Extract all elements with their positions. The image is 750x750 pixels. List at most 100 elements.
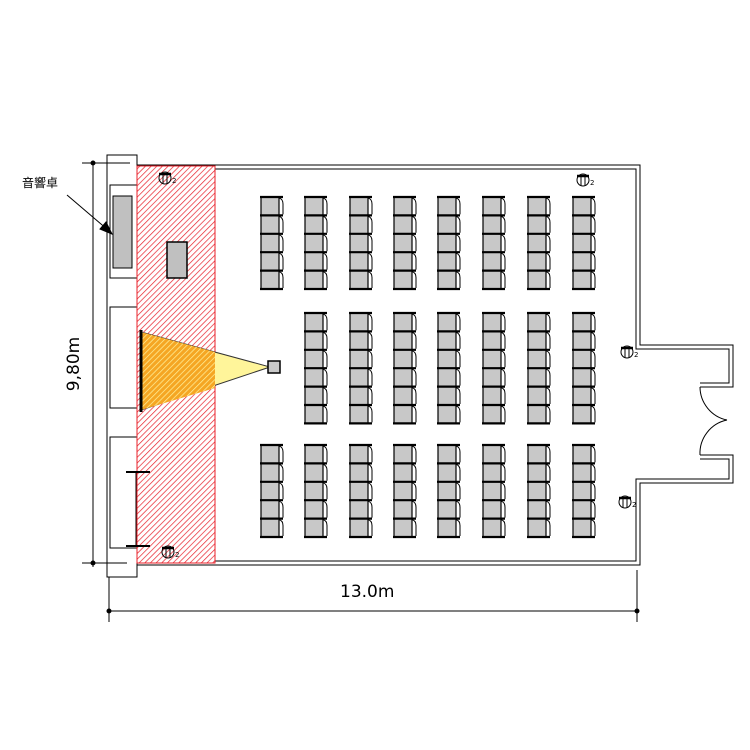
seat <box>304 462 328 483</box>
seat <box>393 517 417 538</box>
speaker-icon: 2 <box>161 545 179 559</box>
seat <box>437 367 461 388</box>
whiteboard <box>126 471 150 547</box>
seat <box>260 214 284 235</box>
dimension-lines <box>66 160 640 622</box>
seat <box>349 232 373 253</box>
seat <box>349 462 373 483</box>
seat <box>482 251 506 272</box>
room-walls <box>137 164 734 566</box>
seat <box>527 251 551 272</box>
seat <box>304 232 328 253</box>
seat <box>482 517 506 538</box>
seat <box>437 330 461 351</box>
seat <box>482 443 506 464</box>
svg-text:2: 2 <box>172 177 176 185</box>
seat <box>572 348 596 369</box>
seat <box>572 480 596 501</box>
seat <box>349 269 373 290</box>
seat <box>527 443 551 464</box>
seat <box>527 499 551 520</box>
seat <box>349 385 373 406</box>
seat <box>393 367 417 388</box>
seat <box>572 214 596 235</box>
svg-text:2: 2 <box>632 501 636 509</box>
seat <box>304 499 328 520</box>
seat <box>482 385 506 406</box>
seat <box>349 443 373 464</box>
seat <box>572 311 596 332</box>
seat <box>393 462 417 483</box>
seat <box>572 232 596 253</box>
double-door[interactable] <box>699 386 728 456</box>
speaker-icon: 2 <box>158 171 176 185</box>
seat <box>260 269 284 290</box>
seat <box>527 330 551 351</box>
seat <box>349 195 373 216</box>
seat <box>572 499 596 520</box>
seat <box>437 385 461 406</box>
seat <box>349 517 373 538</box>
seat <box>260 517 284 538</box>
seat <box>572 195 596 216</box>
seat <box>304 311 328 332</box>
depth-dimension: 9,80m <box>64 336 84 392</box>
seat <box>260 195 284 216</box>
seat <box>393 330 417 351</box>
seat <box>527 385 551 406</box>
seat <box>482 499 506 520</box>
seat <box>393 214 417 235</box>
seat <box>304 269 328 290</box>
seat <box>304 480 328 501</box>
seat <box>437 403 461 424</box>
seat <box>572 269 596 290</box>
seat <box>393 311 417 332</box>
seat <box>304 330 328 351</box>
seat <box>482 403 506 424</box>
seat <box>304 403 328 424</box>
seat <box>260 443 284 464</box>
width-dimension: 13.0m <box>340 582 395 602</box>
seat <box>349 480 373 501</box>
seat <box>572 251 596 272</box>
seat <box>393 443 417 464</box>
seat <box>304 251 328 272</box>
seat <box>482 195 506 216</box>
seat <box>572 443 596 464</box>
projector <box>267 360 281 374</box>
seat <box>482 214 506 235</box>
svg-text:2: 2 <box>634 351 638 359</box>
seat <box>349 499 373 520</box>
seat <box>527 311 551 332</box>
lectern <box>166 241 188 279</box>
seat <box>437 462 461 483</box>
seat <box>572 403 596 424</box>
seat <box>393 499 417 520</box>
seat <box>527 269 551 290</box>
seat <box>349 348 373 369</box>
seat <box>572 462 596 483</box>
console-label: 音響卓 <box>22 176 59 190</box>
seat <box>527 232 551 253</box>
seat <box>572 517 596 538</box>
speaker-icon: 2 <box>620 345 638 359</box>
seat <box>260 480 284 501</box>
seat <box>393 232 417 253</box>
seat <box>482 480 506 501</box>
seat <box>437 348 461 369</box>
seat <box>527 480 551 501</box>
seat <box>527 195 551 216</box>
seat <box>349 311 373 332</box>
seat <box>437 251 461 272</box>
speaker-icon: 2 <box>576 173 594 187</box>
seat <box>437 480 461 501</box>
seat <box>527 367 551 388</box>
seat <box>260 499 284 520</box>
seat <box>437 443 461 464</box>
seat <box>437 195 461 216</box>
seat <box>393 348 417 369</box>
projection-overlap <box>141 332 215 410</box>
seat <box>349 214 373 235</box>
seat <box>349 251 373 272</box>
